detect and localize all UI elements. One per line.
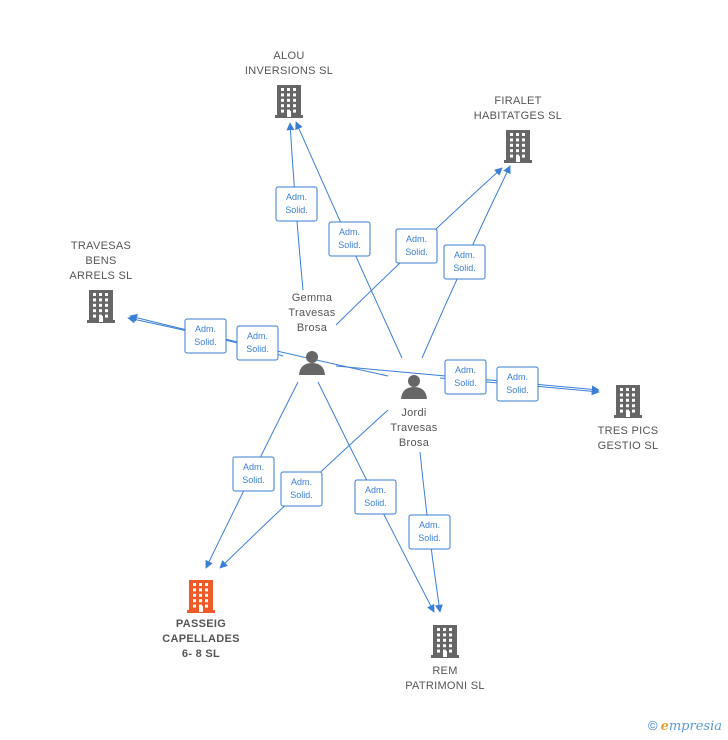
role-box [232, 456, 275, 492]
node-label: Brosa [297, 322, 328, 334]
role-label[interactable]: Adm. Solid. [408, 514, 451, 550]
role-box [443, 244, 486, 280]
node-label: TRES PICS [598, 425, 659, 437]
node-firalet[interactable]: FIRALET HABITATGES SL [474, 95, 562, 163]
node-label: INVERSIONS SL [245, 65, 333, 77]
brand-logo: empresia [660, 719, 722, 734]
role-box [275, 186, 318, 222]
node-rem[interactable]: REM PATRIMONI SL [405, 625, 485, 692]
node-label: CAPELLADES [162, 633, 240, 645]
role-text: Solid. [453, 263, 476, 273]
node-label: Travesas [390, 422, 437, 434]
role-text: Solid. [242, 475, 265, 485]
role-box [236, 325, 279, 361]
role-text: Adm. [195, 324, 216, 334]
role-text: Solid. [338, 240, 361, 250]
role-text: Adm. [454, 250, 475, 260]
role-box [496, 366, 539, 402]
role-label[interactable]: Adm. Solid. [275, 186, 318, 222]
node-label: REM [432, 665, 457, 677]
node-label: FIRALET [494, 95, 541, 107]
node-label: Brosa [399, 437, 430, 449]
node-trespics[interactable]: TRES PICS GESTIO SL [598, 385, 659, 452]
role-text: Solid. [418, 533, 441, 543]
role-box [408, 514, 451, 550]
role-text: Adm. [455, 365, 476, 375]
role-box [184, 318, 227, 354]
person-icon [299, 351, 325, 375]
building-icon [275, 85, 303, 118]
role-box [444, 359, 487, 395]
role-label[interactable]: Adm. Solid. [280, 471, 323, 507]
node-label: Travesas [288, 307, 335, 319]
roles-layer: Adm. Solid. Adm. Solid. Adm. Solid. Adm. Solid.… [184, 186, 539, 550]
role-text: Adm. [406, 234, 427, 244]
node-label: GESTIO SL [598, 440, 659, 452]
role-text: Adm. [247, 331, 268, 341]
role-text: Solid. [364, 498, 387, 508]
node-label: PATRIMONI SL [405, 680, 485, 692]
role-text: Adm. [365, 485, 386, 495]
role-text: Adm. [419, 520, 440, 530]
node-label: ARRELS SL [69, 270, 132, 282]
role-text: Adm. [286, 192, 307, 202]
role-text: Adm. [339, 227, 360, 237]
role-box [395, 228, 438, 264]
role-label[interactable]: Adm. Solid. [395, 228, 438, 264]
node-label: HABITATGES SL [474, 110, 562, 122]
role-text: Adm. [243, 462, 264, 472]
role-box [280, 471, 323, 507]
node-label: PASSEIG [176, 618, 226, 630]
footer-brand: ©empresia [648, 718, 722, 734]
role-text: Solid. [246, 344, 269, 354]
building-icon [504, 130, 532, 163]
node-label: 6- 8 SL [182, 648, 220, 660]
role-label[interactable]: Adm. Solid. [184, 318, 227, 354]
role-label[interactable]: Adm. Solid. [236, 325, 279, 361]
building-icon [431, 625, 459, 658]
building-icon [187, 580, 215, 613]
role-text: Adm. [507, 372, 528, 382]
role-text: Solid. [454, 378, 477, 388]
role-box [354, 479, 397, 515]
role-text: Solid. [285, 205, 308, 215]
node-label: BENS [85, 255, 116, 267]
node-passeig[interactable]: PASSEIG CAPELLADES 6- 8 SL [162, 580, 240, 660]
node-label: Jordi [401, 407, 426, 419]
role-label[interactable]: Adm. Solid. [354, 479, 397, 515]
person-icon [401, 375, 427, 399]
role-label[interactable]: Adm. Solid. [232, 456, 275, 492]
role-label[interactable]: Adm. Solid. [443, 244, 486, 280]
role-label[interactable]: Adm. Solid. [496, 366, 539, 402]
node-travesas[interactable]: TRAVESAS BENS ARRELS SL [69, 240, 132, 323]
role-box [328, 221, 371, 257]
role-text: Solid. [506, 385, 529, 395]
role-text: Solid. [405, 247, 428, 257]
copyright-symbol: © [647, 718, 658, 733]
building-icon [614, 385, 642, 418]
building-icon [87, 290, 115, 323]
node-label: TRAVESAS [71, 240, 131, 252]
node-label: Gemma [292, 292, 333, 304]
nodes-layer: ALOU INVERSIONS SL FIRALET HABITATGES SL TRA… [69, 50, 658, 692]
role-text: Solid. [194, 337, 217, 347]
node-alou[interactable]: ALOU INVERSIONS SL [245, 50, 333, 118]
role-text: Solid. [290, 490, 313, 500]
role-text: Adm. [291, 477, 312, 487]
node-label: ALOU [273, 50, 304, 62]
role-label[interactable]: Adm. Solid. [444, 359, 487, 395]
role-label[interactable]: Adm. Solid. [328, 221, 371, 257]
